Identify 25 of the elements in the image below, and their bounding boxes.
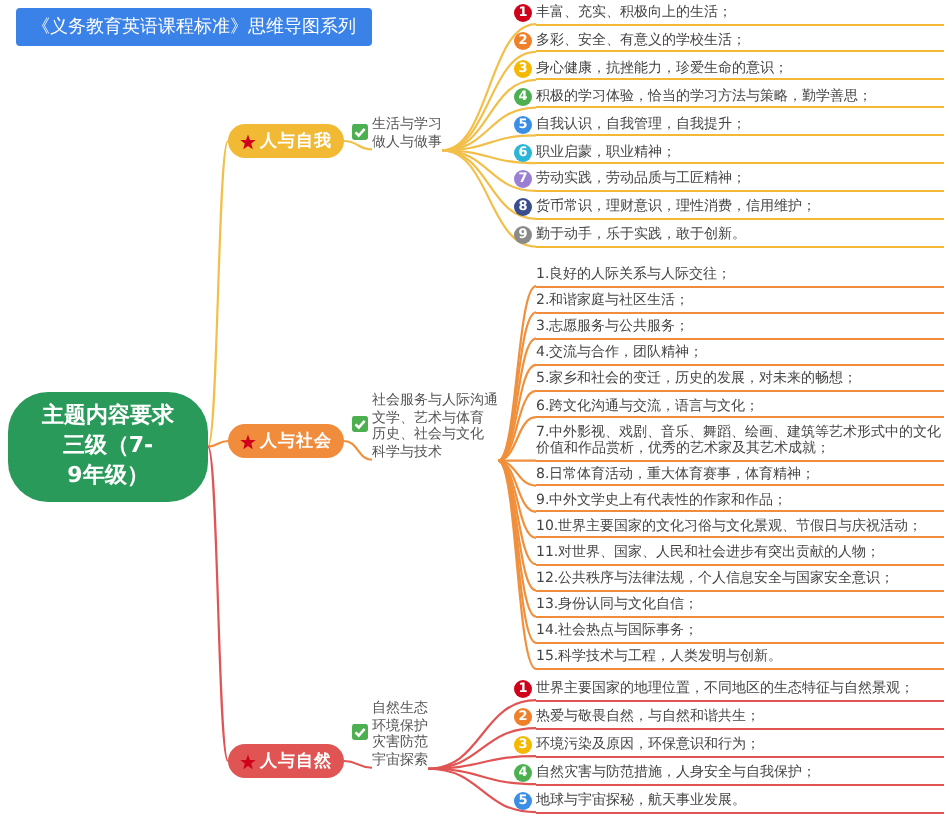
connector-line	[343, 759, 373, 769]
connector-line	[427, 727, 537, 770]
connector-line	[206, 446, 230, 762]
connector-line	[441, 149, 537, 165]
connector-line	[497, 416, 537, 462]
connector-line	[343, 439, 373, 461]
connector-line	[206, 140, 230, 447]
connector-line	[427, 699, 537, 770]
connector-line	[441, 149, 537, 248]
title-banner: 《义务教育英语课程标准》思维导图系列	[16, 8, 372, 46]
topic-pill	[228, 424, 344, 458]
root-node	[8, 392, 208, 502]
topic-label: 人与自我	[260, 129, 332, 153]
connector-line	[497, 459, 537, 487]
topic-pill	[228, 744, 344, 778]
connector-line	[427, 767, 537, 814]
connector-line	[207, 439, 229, 448]
connector-line	[343, 139, 373, 151]
topic-pill	[228, 124, 344, 158]
connector-line	[441, 149, 537, 220]
root-text: 主题内容要求	[40, 402, 176, 432]
connector-line	[498, 459, 536, 462]
root-text: 三级（7-9年级）	[60, 431, 156, 492]
topic-label: 人与社会	[260, 429, 332, 453]
topic-label: 人与自然	[260, 749, 332, 773]
